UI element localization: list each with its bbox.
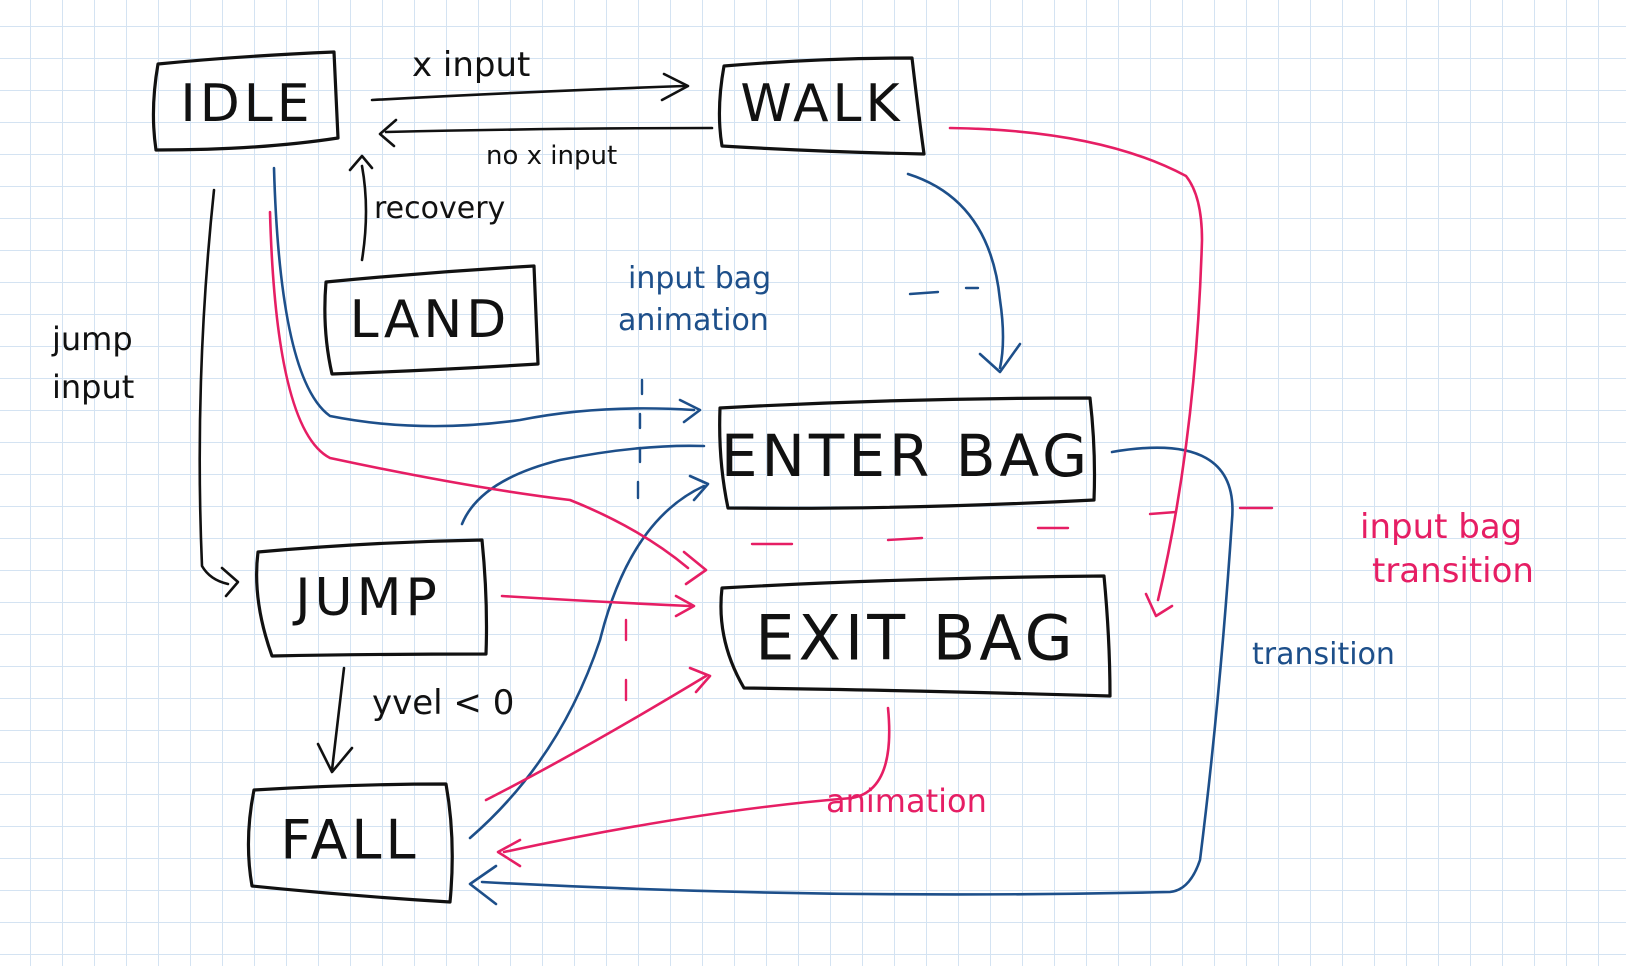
edge-idle-to-exit-bag — [268, 210, 708, 586]
state-enter-bag-label: ENTER BAG — [721, 422, 1091, 490]
label-no-x-input: no x input — [486, 141, 617, 171]
label-x-input: x input — [412, 45, 530, 85]
label-input-bag-transition-line1: input bag — [1360, 507, 1522, 547]
edge-idle-to-enter-bag — [272, 166, 702, 428]
state-exit-bag: EXIT BAG — [719, 574, 1112, 698]
label-jump-input-line2: input — [52, 368, 134, 406]
edge-land-to-idle — [348, 154, 374, 262]
edge-idle-to-walk — [370, 72, 690, 102]
label-jump-input-line1: jump — [51, 320, 133, 358]
label-transition: transition — [1252, 637, 1395, 672]
state-exit-bag-label: EXIT BAG — [755, 602, 1076, 675]
state-fall: FALL — [246, 782, 454, 904]
label-input-bag-transition-line2: transition — [1372, 551, 1534, 591]
edge-fall-to-enter-bag — [468, 474, 710, 840]
label-recovery: recovery — [374, 191, 505, 226]
state-idle: IDLE — [151, 50, 340, 152]
dashed-guide-pink — [624, 506, 1274, 702]
edge-exit-bag-to-fall — [496, 706, 891, 868]
edge-idle-to-jump — [198, 188, 240, 598]
dashed-guide-blue — [636, 286, 980, 500]
state-fall-label: FALL — [280, 809, 419, 872]
edge-walk-to-enter-bag — [906, 172, 1022, 374]
state-land-label: LAND — [350, 290, 511, 350]
state-land: LAND — [323, 264, 540, 376]
label-input-bag-animation-line1: input bag — [628, 261, 771, 296]
label-yvel: yvel < 0 — [372, 683, 514, 723]
state-walk-label: WALK — [740, 74, 903, 134]
edge-jump-to-enter-bag — [460, 444, 706, 526]
label-animation: animation — [826, 782, 987, 820]
state-jump-label: JUMP — [292, 568, 441, 628]
edge-walk-to-exit-bag — [948, 126, 1204, 618]
state-enter-bag: ENTER BAG — [718, 396, 1097, 510]
edge-jump-to-fall — [316, 666, 354, 774]
state-idle-label: IDLE — [180, 74, 313, 134]
label-input-bag-animation-line2: animation — [618, 303, 769, 338]
edge-enter-bag-to-fall — [468, 446, 1234, 906]
edge-walk-to-idle — [378, 118, 714, 148]
edge-jump-to-exit-bag — [500, 594, 696, 618]
state-walk: WALK — [717, 56, 926, 156]
edge-fall-to-exit-bag — [484, 666, 712, 802]
state-jump: JUMP — [255, 538, 489, 658]
